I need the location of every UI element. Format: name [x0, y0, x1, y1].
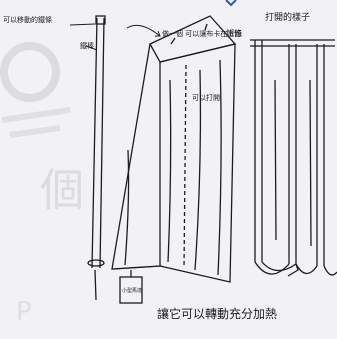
fabric-top-label: 做一個 可以讓布卡在上面	[162, 29, 241, 38]
motor-box-label: 小型馬達	[122, 287, 142, 294]
rod-label: 鐵棒	[80, 41, 94, 50]
watermark-letter: P	[16, 297, 32, 327]
open-view-label: 打開的樣子	[265, 11, 310, 23]
rail-label: 鐵條	[226, 28, 242, 38]
opened-view-drawing	[250, 39, 337, 277]
fold-open-label: 可以打開	[192, 93, 220, 102]
blue-mark	[225, 0, 237, 7]
watermark: 個 P	[0, 42, 84, 327]
rod-drawing	[87, 15, 106, 301]
watermark-chars: 個	[40, 165, 84, 216]
motor-box	[119, 270, 143, 304]
fabric-panel	[111, 15, 237, 283]
bottom-caption: 讓它可以轉動充分加熱	[157, 306, 277, 321]
top-left-note: 可以移動的鐵條	[3, 15, 52, 24]
leader-lines	[69, 23, 163, 270]
